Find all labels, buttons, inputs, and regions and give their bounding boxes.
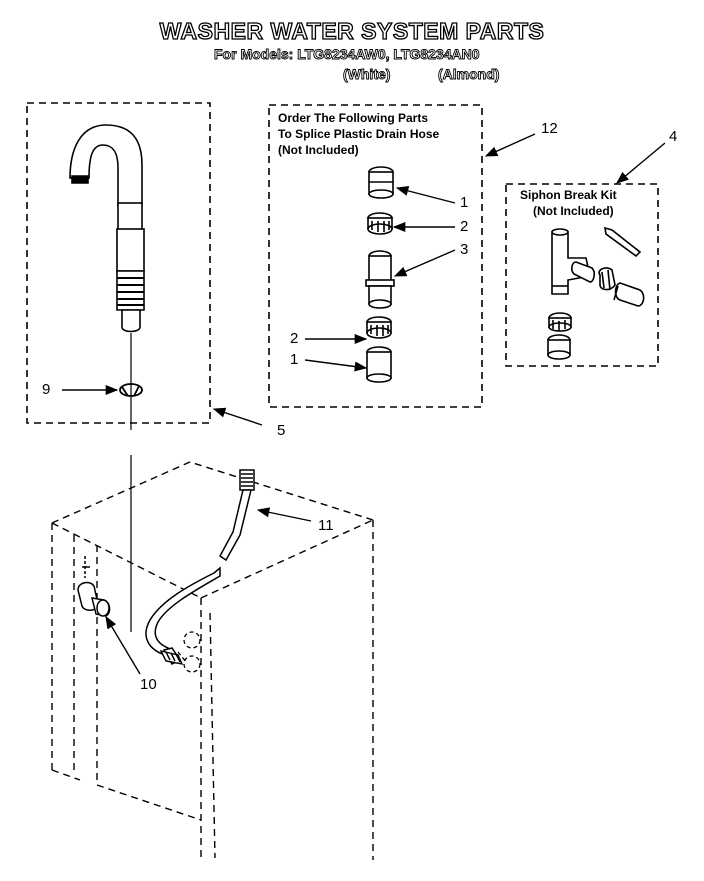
siphon-note-line1: Siphon Break Kit (520, 188, 617, 202)
splice-note-line1: Order The Following Parts (278, 111, 429, 125)
callout-4: 4 (669, 128, 678, 145)
water-inlet-fittings (177, 631, 201, 673)
siphon-note-line2: (Not Included) (533, 204, 614, 218)
washer-cabinet (51, 461, 374, 860)
hose-coupling (159, 649, 184, 665)
siphon-break-parts (547, 226, 645, 360)
callout-arrows (62, 133, 666, 675)
color-white: (White) (343, 66, 391, 83)
hose-guide (77, 556, 111, 617)
callout-2b: 2 (290, 330, 299, 347)
drain-hose-box (26, 102, 211, 424)
models-line: For Models: LTG8234AW0, LTG8234AN0 (214, 46, 480, 63)
callout-1a: 1 (460, 194, 469, 211)
siphon-kit-box (505, 183, 659, 367)
splice-parts (365, 166, 395, 383)
callout-12: 12 (541, 120, 558, 137)
splice-note: Order The Following Parts To Splice Plas… (278, 110, 439, 158)
callout-11: 11 (318, 517, 334, 534)
callout-2a: 2 (460, 218, 469, 235)
diagram-title: WASHER WATER SYSTEM PARTS (159, 17, 545, 44)
splice-parts-box (268, 104, 483, 408)
callout-3: 3 (460, 241, 469, 258)
inlet-hose (145, 469, 255, 665)
splice-note-line3: (Not Included) (278, 143, 359, 157)
hose-clamp (119, 383, 143, 397)
callout-9: 9 (42, 381, 51, 398)
callout-5: 5 (277, 422, 286, 439)
callout-1b: 1 (290, 351, 299, 368)
siphon-note: Siphon Break Kit (Not Included) (520, 187, 617, 219)
splice-note-line2: To Splice Plastic Drain Hose (278, 127, 440, 141)
callout-10: 10 (140, 676, 157, 693)
drain-hose (69, 124, 145, 333)
color-almond: (Almond) (438, 66, 500, 83)
